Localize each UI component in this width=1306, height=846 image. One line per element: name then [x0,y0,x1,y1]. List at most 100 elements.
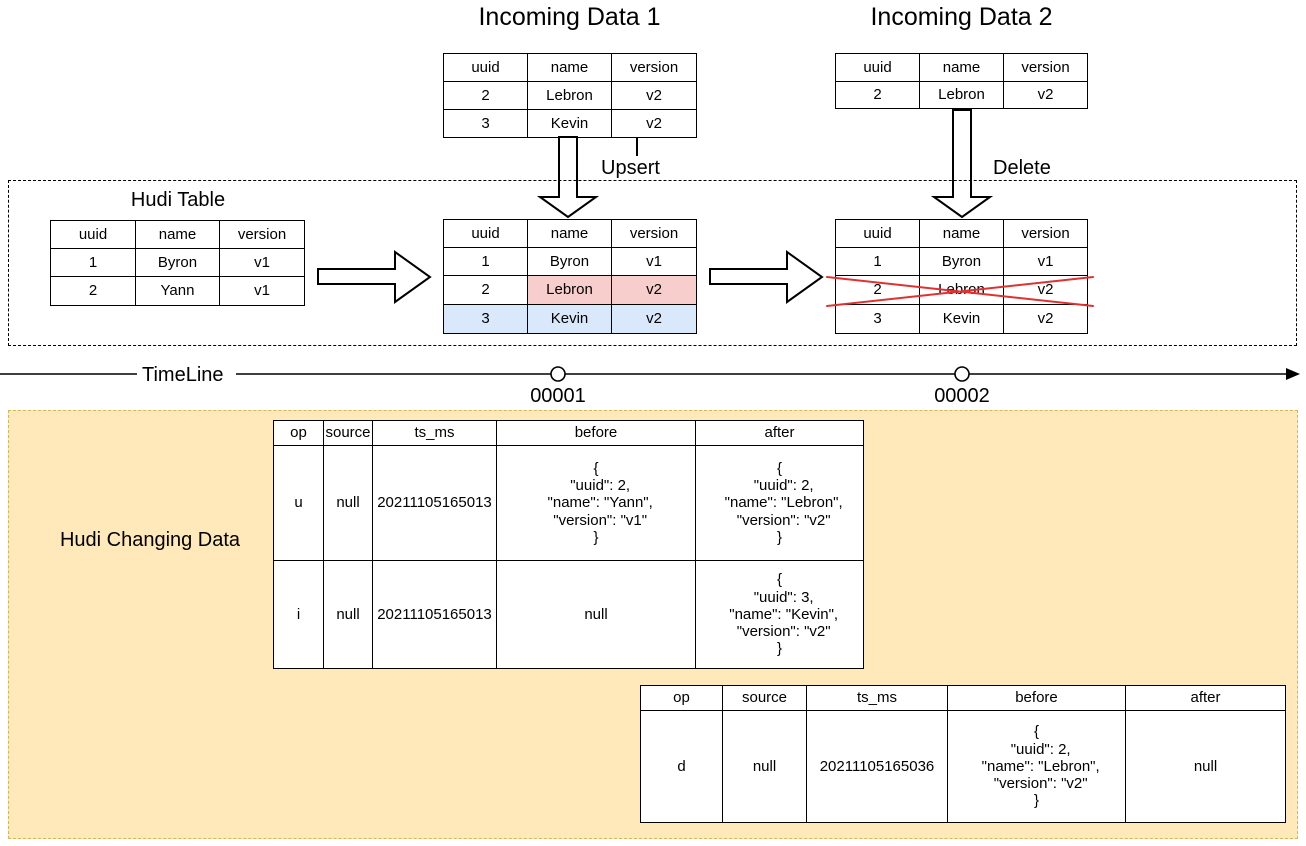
table-row: 2 Lebron v2 [443,81,697,110]
delete-label: Delete [993,157,1051,179]
hudi-table-title: Hudi Table [130,189,226,211]
col-header-name: name [527,219,612,248]
cell: v2 [611,81,697,110]
col-header-before: before [496,420,696,446]
timeline-instant-marker [550,366,566,382]
table-row: 1 Byron v1 [835,247,1088,276]
col-header-uuid: uuid [443,53,528,82]
cell-op: u [273,445,324,561]
upsert-label: Upsert [601,157,660,179]
cell: 2 [50,276,136,306]
cell: v1 [611,247,697,276]
col-header-uuid: uuid [50,220,136,249]
col-header-uuid: uuid [443,219,528,248]
col-header-op: op [273,420,324,446]
cell-inserted: 3 [443,304,528,334]
table-row-updated: 2 Lebron v2 [443,275,697,305]
col-header-name: name [527,53,612,82]
cell: 2 [443,81,528,110]
transition-arrow-icon [317,250,432,304]
cell-source: null [323,445,373,561]
table-header-row: uuid name version [443,219,697,248]
col-header-version: version [219,220,305,249]
upsert-label-leader-line [636,137,638,156]
table-header-row: uuid name version [50,220,305,249]
cell: Lebron [527,81,612,110]
hudi-state-initial-table: uuid name version 1 Byron v1 2 Yann v1 [50,220,305,306]
cell-after: null [1125,710,1286,823]
cell: v1 [1003,247,1088,276]
cell-op: i [273,560,324,669]
col-header-uuid: uuid [835,219,920,248]
cdc-table-commit-1: op source ts_ms before after u null 2021… [273,420,864,669]
hudi-table-box [8,180,1297,346]
incoming-data-2-table: uuid name version 2 Lebron v2 [835,53,1088,109]
cell: Byron [135,248,220,277]
table-row-delete-event: d null 20211105165036 { "uuid": 2, "name… [640,710,1286,823]
cell-updated: Lebron [527,275,612,305]
col-header-version: version [1003,219,1088,248]
cell: Yann [135,276,220,306]
col-header-version: version [1003,53,1088,82]
cell: Byron [527,247,612,276]
col-header-uuid: uuid [835,53,920,82]
table-row-insert-event: i null 20211105165013 null { "uuid": 3, … [273,560,864,669]
cell: 3 [443,109,528,138]
cell: Lebron [919,81,1004,109]
table-row-update-event: u null 20211105165013 { "uuid": 2, "name… [273,445,864,561]
timeline-instant-2: 00002 [934,385,990,407]
delete-arrow-icon [930,109,994,219]
table-header-row: uuid name version [443,53,697,82]
cell: v2 [1003,81,1088,109]
table-row: 3 Kevin v2 [835,304,1088,334]
cell: 1 [443,247,528,276]
col-header-name: name [135,220,220,249]
col-header-before: before [947,685,1126,711]
cell-source: null [323,560,373,669]
table-row: 1 Byron v1 [50,248,305,277]
cell: 1 [50,248,136,277]
col-header-version: version [611,53,697,82]
col-header-ts-ms: ts_ms [806,685,948,711]
table-header-row: uuid name version [835,219,1088,248]
timeline-instant-marker [954,366,970,382]
cell-before: { "uuid": 2, "name": "Yann", "version": … [496,445,696,561]
col-header-source: source [722,685,807,711]
cell-before: null [496,560,696,669]
cell-op: d [640,710,723,823]
cell-ts-ms: 20211105165036 [806,710,948,823]
transition-arrow-icon [709,250,824,304]
col-header-version: version [611,219,697,248]
cell: 2 [835,81,920,109]
incoming-data-1-table: uuid name version 2 Lebron v2 3 Kevin v2 [443,53,697,138]
table-header-row: op source ts_ms before after [640,685,1286,711]
deleted-row-cross-icon [826,276,1094,307]
incoming-data-2-title: Incoming Data 2 [870,3,1053,31]
table-row: 2 Yann v1 [50,276,305,306]
hudi-state-after-upsert-table: uuid name version 1 Byron v1 2 Lebron v2… [443,219,697,334]
table-row: 1 Byron v1 [443,247,697,276]
col-header-source: source [323,420,373,446]
cell: 2 [443,275,528,305]
cell-before: { "uuid": 2, "name": "Lebron", "version"… [947,710,1126,823]
table-header-row: uuid name version [835,53,1088,82]
cell-ts-ms: 20211105165013 [372,560,497,669]
timeline-label: TimeLine [142,364,224,386]
cell: Kevin [527,109,612,138]
cell: v1 [219,248,305,277]
cdc-table-commit-2: op source ts_ms before after d null 2021… [640,685,1286,823]
cell: 3 [835,304,920,334]
cell-ts-ms: 20211105165013 [372,445,497,561]
timeline-instant-1: 00001 [530,385,586,407]
hudi-state-after-delete-table: uuid name version 1 Byron v1 2 Lebron v2… [835,219,1088,334]
incoming-data-1-title: Incoming Data 1 [478,3,661,31]
cell-after: { "uuid": 3, "name": "Kevin", "version":… [695,560,864,669]
col-header-op: op [640,685,723,711]
col-header-name: name [919,219,1004,248]
cell-after: { "uuid": 2, "name": "Lebron", "version"… [695,445,864,561]
cell: v1 [219,276,305,306]
cell-source: null [722,710,807,823]
cell-inserted: Kevin [527,304,612,334]
table-row-inserted: 3 Kevin v2 [443,304,697,334]
